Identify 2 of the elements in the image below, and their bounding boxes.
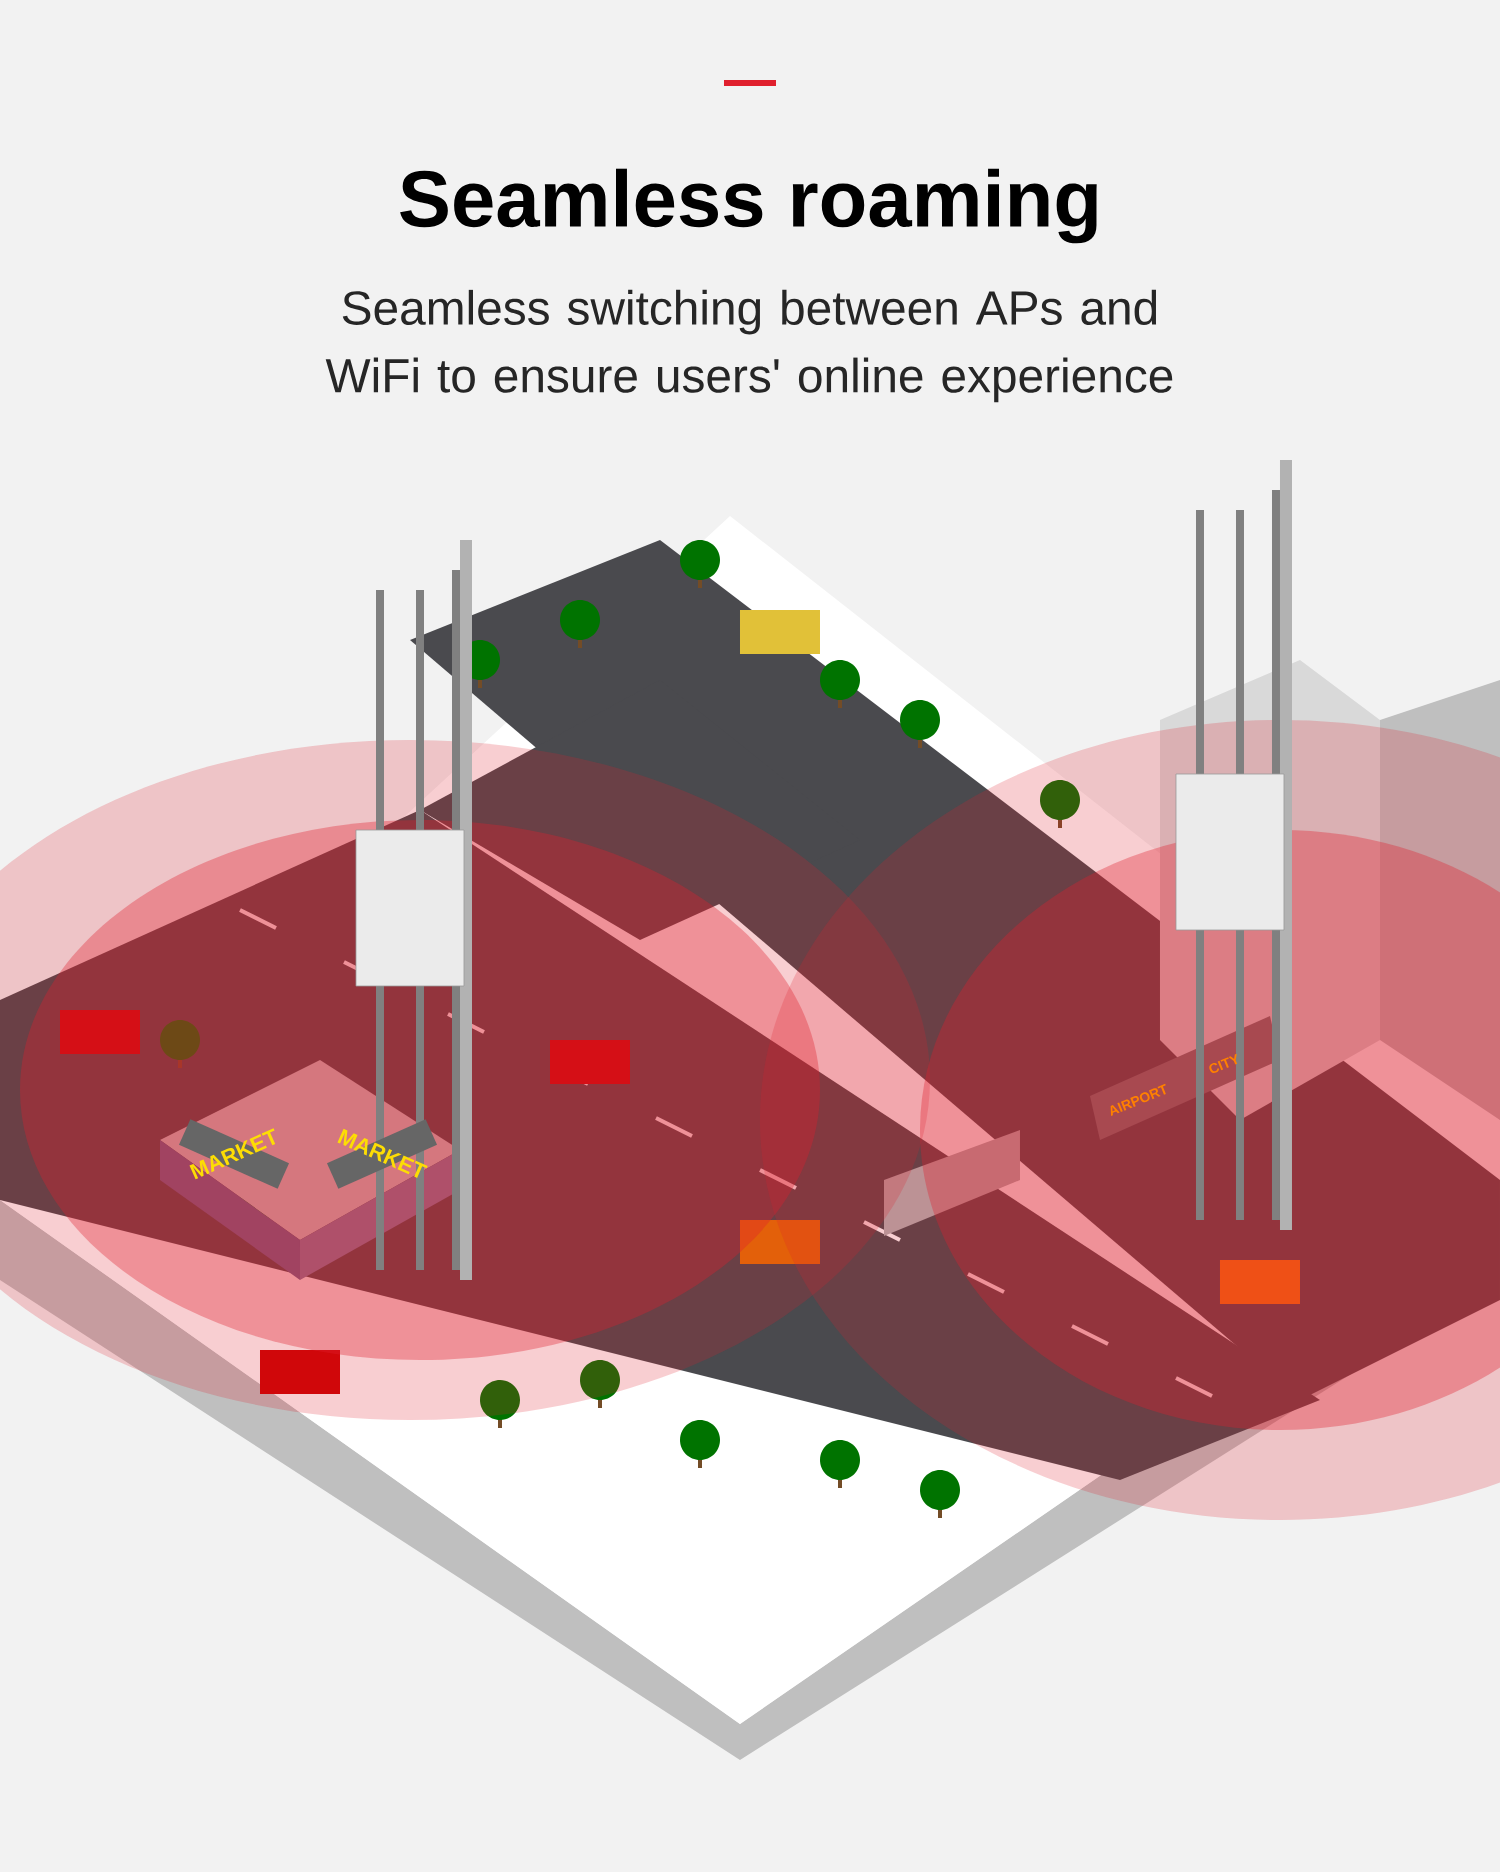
title: Seamless roaming	[400, 168, 1097, 244]
subtitle: Seamless switching between APs and WiFi to ensure users' online experience	[325, 289, 1173, 403]
